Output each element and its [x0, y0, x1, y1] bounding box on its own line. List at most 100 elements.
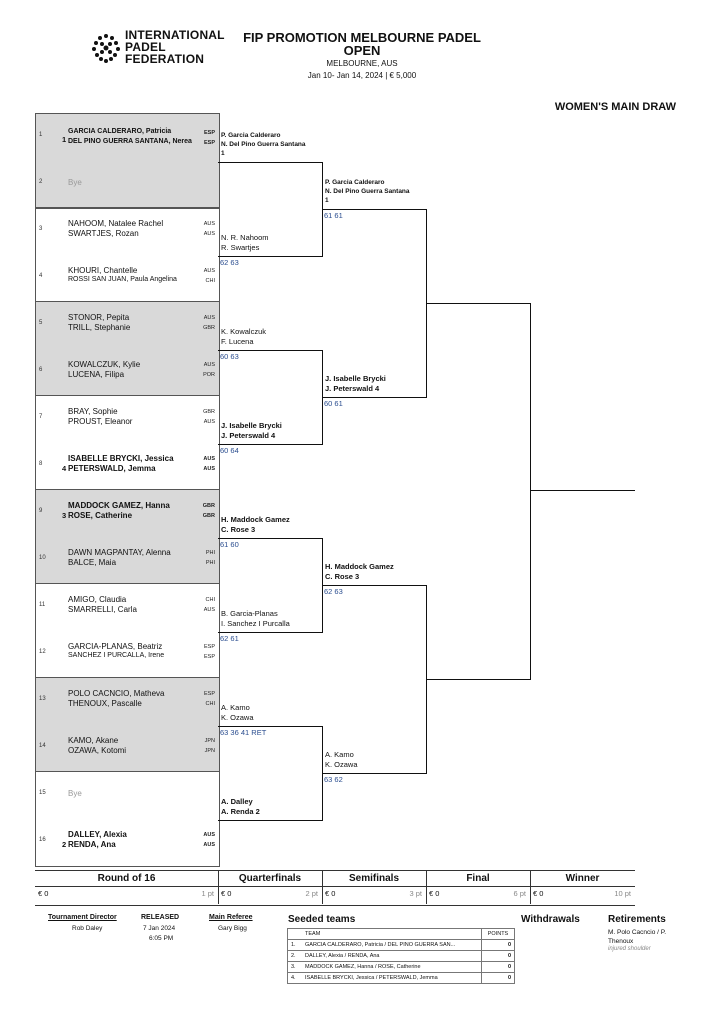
qf-team-line-1: N. R. Nahoom [221, 233, 269, 242]
player-2-nation: POR [203, 372, 215, 378]
round-prize: € 0 [38, 889, 49, 898]
federation-name: INTERNATIONAL PADEL FEDERATION [125, 29, 225, 65]
sf-team-line-1: J. Isabelle Brycki [325, 374, 386, 383]
qf-team-line-2: F. Lucena [221, 337, 254, 346]
player-2-name: PETERSWALD, Jemma [68, 464, 156, 473]
player-1-nation: CHI [205, 597, 215, 603]
bracket-line [322, 397, 426, 398]
federation-line-1: INTERNATIONAL [125, 28, 225, 42]
referee-label: Main Referee [209, 914, 253, 921]
qf-team-line-2: R. Swartjes [221, 243, 260, 252]
player-2-name: THENOUX, Pascalle [68, 699, 142, 708]
seed-rank: 2. [287, 950, 302, 962]
player-2-name: SWARTJES, Rozan [68, 229, 139, 238]
slot-number: 5 [39, 320, 43, 326]
qf-team-line-2: K. Ozawa [221, 713, 254, 722]
player-1-nation: AUS [203, 268, 215, 274]
tournament-title: FIP PROMOTION MELBOURNE PADEL OPEN [200, 31, 524, 57]
round-points: 2 pt [305, 889, 318, 898]
bracket-line [218, 256, 322, 257]
round-prize: € 0 [221, 889, 232, 898]
bracket-line [426, 679, 530, 680]
seed-team: ISABELLE BRYCKI, Jessica / PETERSWALD, J… [302, 972, 482, 984]
bracket-line [322, 585, 426, 586]
player-2-name: TRILL, Stephanie [68, 323, 131, 332]
player-1-nation: PHI [205, 550, 215, 556]
slot-number: 16 [39, 837, 46, 843]
slot-number: 11 [39, 602, 46, 608]
player-1-nation: AUS [203, 832, 215, 838]
bracket-line [218, 632, 322, 633]
qf-team-line-2: N. Del Pino Guerra Santana [221, 141, 306, 148]
qf-team-line-1: K. Kowalczuk [221, 327, 267, 336]
retirement-name: M. Polo Cacncio / P. Thenoux [608, 929, 667, 945]
released-label: RELEASED [141, 914, 180, 921]
seed-rank: 1. [287, 939, 302, 951]
seed-rank: 3. [287, 961, 302, 973]
bracket-line [218, 820, 322, 821]
player-1-nation: AUS [203, 315, 215, 321]
sf-team-line-2: J. Peterswald 4 [325, 384, 380, 393]
bracket-line [322, 209, 426, 210]
player-1-name: DAWN MAGPANTAY, Alenna [68, 548, 171, 557]
seeded-num-header [287, 928, 302, 940]
player-2-nation: AUS [203, 231, 215, 237]
seeded-points-header: POINTS [481, 928, 515, 940]
qf-score: 63 36 41 RET [220, 728, 267, 737]
qf-score: 60 64 [220, 446, 239, 455]
seed-points: 0 [481, 950, 515, 962]
player-2-nation: JPN [204, 748, 215, 754]
slot-number: 12 [39, 649, 46, 655]
round-prize: € 0 [429, 889, 440, 898]
bracket-line [426, 303, 530, 304]
player-2-name: ROSE, Catherine [68, 511, 133, 520]
rounds-divider [35, 886, 635, 887]
qf-score: 60 63 [220, 352, 239, 361]
player-1-nation: AUS [203, 362, 215, 368]
round-prize: € 0 [533, 889, 544, 898]
seeded-row: 3.MADDOCK GAMEZ, Hanna / ROSE, Catherine… [287, 961, 515, 973]
player-2-nation: CHI [205, 701, 215, 707]
bracket-line [218, 726, 322, 727]
sf-team-line-1: P. Garcia Calderaro [325, 179, 385, 186]
qf-score: 62 61 [220, 634, 239, 643]
sf-team-line-2: C. Rose 3 [325, 572, 360, 581]
r16-block-3 [35, 301, 220, 396]
player-2-name: SMARRELLI, Carla [68, 605, 137, 614]
player-1-name: GARCIA-PLANAS, Beatriz [68, 642, 163, 651]
round-prize: € 0 [325, 889, 336, 898]
bracket-line [218, 350, 322, 351]
slot-number: 15 [39, 790, 46, 796]
player-1-name: GARCIA CALDERARO, Patricia [68, 128, 172, 135]
qf-score: 62 63 [220, 258, 239, 267]
r16-block-5 [35, 489, 220, 584]
federation-line-3: FEDERATION [125, 52, 205, 66]
draw-title: WOMEN'S MAIN DRAW [554, 101, 676, 113]
seed-rank: 4. [287, 972, 302, 984]
player-2-nation: PHI [205, 560, 215, 566]
r16-block-1 [35, 113, 220, 209]
player-1-name: KHOURI, Chantelle [68, 266, 138, 275]
player-2-nation: CHI [205, 278, 215, 284]
player-2-name: LUCENA, Filipa [68, 370, 125, 379]
player-1-nation: ESP [203, 130, 215, 136]
referee-name: Gary Bigg [218, 925, 247, 932]
slot-number: 13 [39, 696, 46, 702]
round-points: 1 pt [201, 889, 214, 898]
round-divider [426, 870, 427, 904]
tournament-title-line-2: OPEN [343, 43, 381, 58]
r16-block-8 [35, 771, 220, 867]
player-2-name: BALCE, Maia [68, 558, 117, 567]
r16-block-6 [35, 583, 220, 678]
